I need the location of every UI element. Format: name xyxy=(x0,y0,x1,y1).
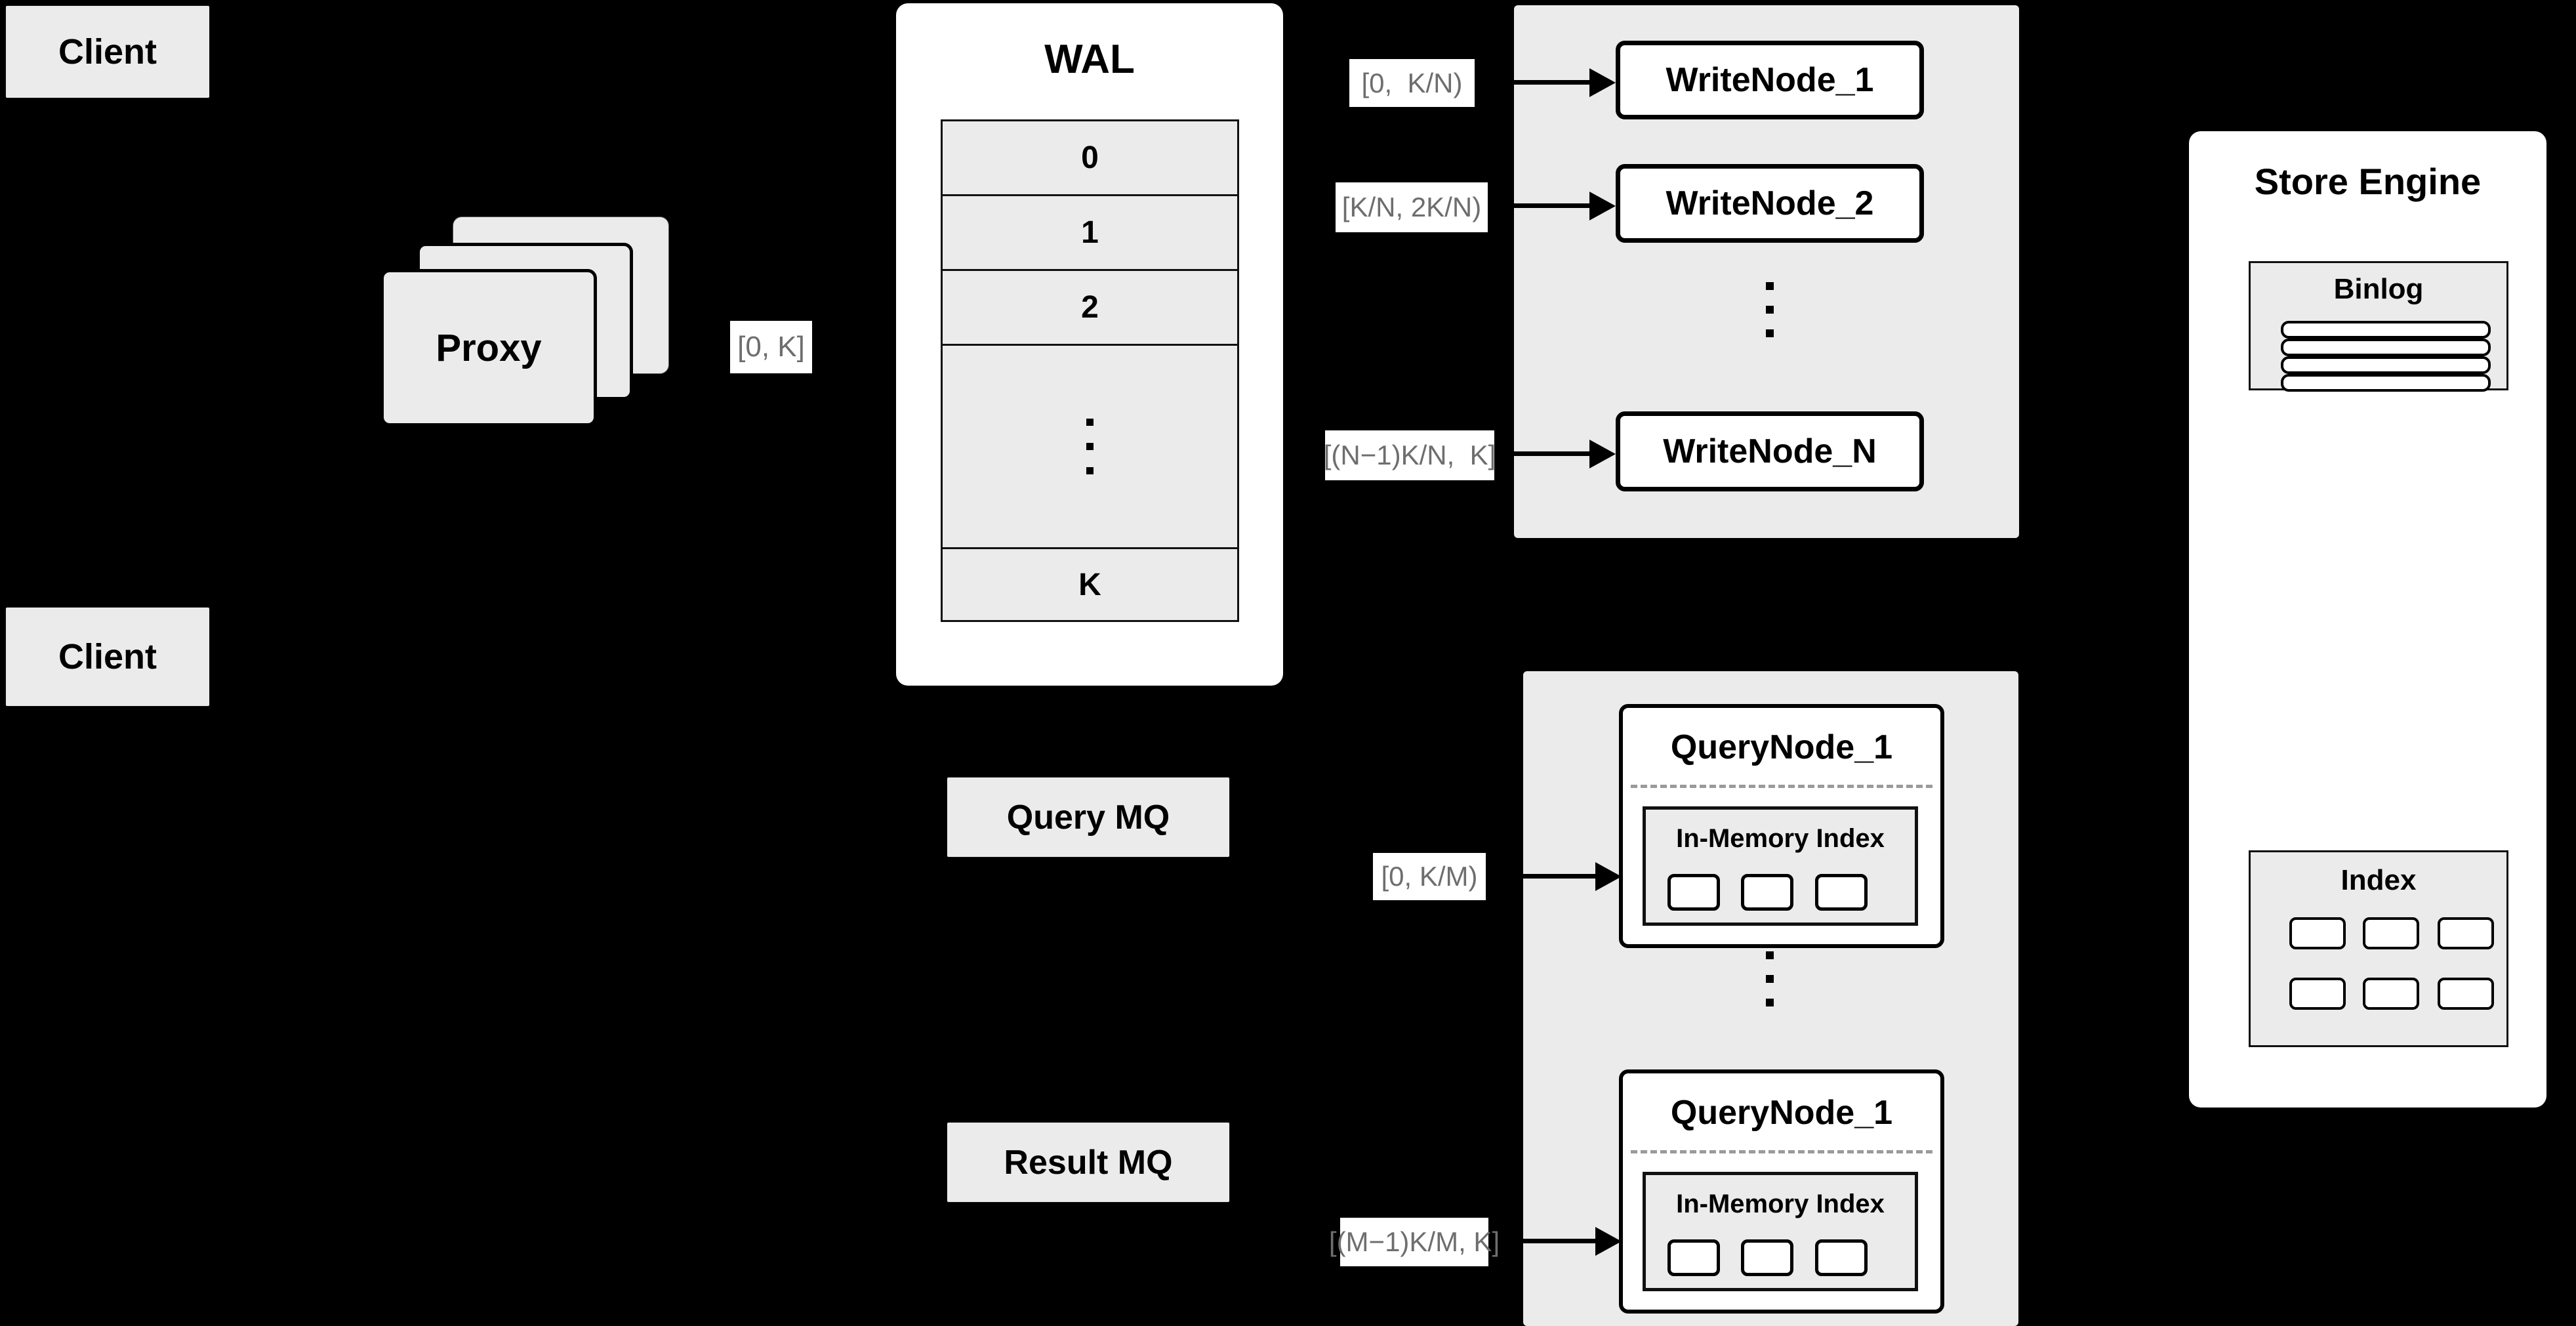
query-node-1-in-memory-index: In-Memory Index xyxy=(1643,806,1918,926)
store-index-cell-5 xyxy=(2363,978,2419,1010)
result-mq-label: Result MQ xyxy=(1004,1143,1173,1182)
query-node-1-index-segment-3 xyxy=(1815,874,1868,911)
arrow-line-querynode-1 xyxy=(1523,874,1595,879)
edge-label-writenode-1: [0, K/N) xyxy=(1349,59,1475,107)
proxy-stack[interactable]: Proxy xyxy=(380,217,682,433)
query-node-1-index-segment-2 xyxy=(1741,874,1793,911)
write-node-2[interactable]: WriteNode_2 xyxy=(1616,164,1924,243)
wal-row-label-k: K xyxy=(1078,567,1101,602)
binlog-row-4 xyxy=(2281,374,2491,392)
edge-label-proxy-to-wal: [0, K] xyxy=(730,321,812,373)
query-node-1-index-segment-1 xyxy=(1667,874,1720,911)
store-index-cell-6 xyxy=(2438,978,2494,1010)
query-node-m-title: QueryNode_1 xyxy=(1670,1094,1893,1132)
arrow-head-writenode-1 xyxy=(1589,68,1616,97)
query-cluster-vertical-dots-icon xyxy=(1766,951,1774,1006)
query-node-1-in-memory-index-title: In-Memory Index xyxy=(1676,824,1885,853)
proxy-label: Proxy xyxy=(436,326,542,369)
store-engine-title: Store Engine xyxy=(2254,161,2482,202)
client-label-2: Client xyxy=(58,637,157,676)
write-node-n[interactable]: WriteNode_N xyxy=(1616,411,1924,491)
wal-row-k: K xyxy=(943,549,1237,620)
write-node-1-label: WriteNode_1 xyxy=(1666,61,1874,99)
query-node-m-in-memory-index-title: In-Memory Index xyxy=(1676,1190,1885,1218)
binlog-title: Binlog xyxy=(2333,273,2424,305)
query-node-m-in-memory-index: In-Memory Index xyxy=(1643,1172,1918,1291)
binlog-row-3 xyxy=(2281,356,2491,374)
arrow-head-querynode-1 xyxy=(1595,862,1622,891)
result-mq-box[interactable]: Result MQ xyxy=(947,1122,1230,1203)
query-node-m-index-segment-1 xyxy=(1667,1239,1720,1276)
query-node-m-index-segment-3 xyxy=(1815,1239,1868,1276)
write-node-2-label: WriteNode_2 xyxy=(1666,184,1874,222)
wal-row-label-1: 1 xyxy=(1081,215,1099,250)
query-node-1-separator xyxy=(1631,785,1932,788)
binlog-row-2 xyxy=(2281,339,2491,356)
wal-rows-frame: 0 1 2 K xyxy=(941,119,1239,622)
query-node-m-index-segment-2 xyxy=(1741,1239,1793,1276)
arrow-line-writenode-n xyxy=(1514,451,1589,456)
wal-row-2: 2 xyxy=(943,271,1237,346)
edge-label-querynode-1: [0, K/M) xyxy=(1373,853,1486,900)
client-label-1: Client xyxy=(58,32,157,72)
arrow-line-writenode-2 xyxy=(1514,203,1589,208)
store-index-cell-3 xyxy=(2438,917,2494,949)
wal-row-0: 0 xyxy=(943,121,1237,196)
store-index-cell-1 xyxy=(2289,917,2346,949)
query-mq-label: Query MQ xyxy=(1006,798,1170,837)
edge-label-writenode-n: [(N−1)K/N, K] xyxy=(1324,430,1496,480)
wal-vertical-dots-icon xyxy=(1086,419,1094,474)
edge-label-querynode-m: [(M−1)K/M, K] xyxy=(1329,1218,1500,1266)
arrow-line-querynode-m xyxy=(1523,1239,1595,1243)
edge-label-writenode-2: [K/N, 2K/N) xyxy=(1336,182,1488,232)
store-index-title: Index xyxy=(2341,864,2417,896)
wal-title: WAL xyxy=(1044,37,1135,82)
client-box-2[interactable]: Client xyxy=(5,607,210,707)
store-index-cell-2 xyxy=(2363,917,2419,949)
query-mq-box[interactable]: Query MQ xyxy=(947,777,1230,858)
arrow-head-writenode-n xyxy=(1589,440,1616,468)
wal-row-label-0: 0 xyxy=(1081,140,1099,175)
wal-row-label-2: 2 xyxy=(1081,290,1099,325)
arrow-head-writenode-2 xyxy=(1589,192,1616,220)
write-cluster-vertical-dots-icon xyxy=(1766,282,1774,337)
query-node-1-title: QueryNode_1 xyxy=(1670,728,1893,766)
arrow-line-writenode-1 xyxy=(1514,80,1589,85)
proxy-card-front xyxy=(380,269,597,426)
write-node-n-label: WriteNode_N xyxy=(1663,432,1877,470)
client-box-1[interactable]: Client xyxy=(5,5,210,98)
binlog-row-1 xyxy=(2281,321,2491,339)
arrow-head-querynode-m xyxy=(1595,1227,1622,1256)
query-node-m-separator xyxy=(1631,1150,1932,1153)
store-index-cell-4 xyxy=(2289,978,2346,1010)
wal-row-1: 1 xyxy=(943,196,1237,271)
query-node-m[interactable]: QueryNode_1 In-Memory Index xyxy=(1619,1069,1944,1314)
wal-row-ellipsis xyxy=(943,346,1237,549)
query-node-1[interactable]: QueryNode_1 In-Memory Index xyxy=(1619,704,1944,948)
write-node-1[interactable]: WriteNode_1 xyxy=(1616,41,1924,119)
